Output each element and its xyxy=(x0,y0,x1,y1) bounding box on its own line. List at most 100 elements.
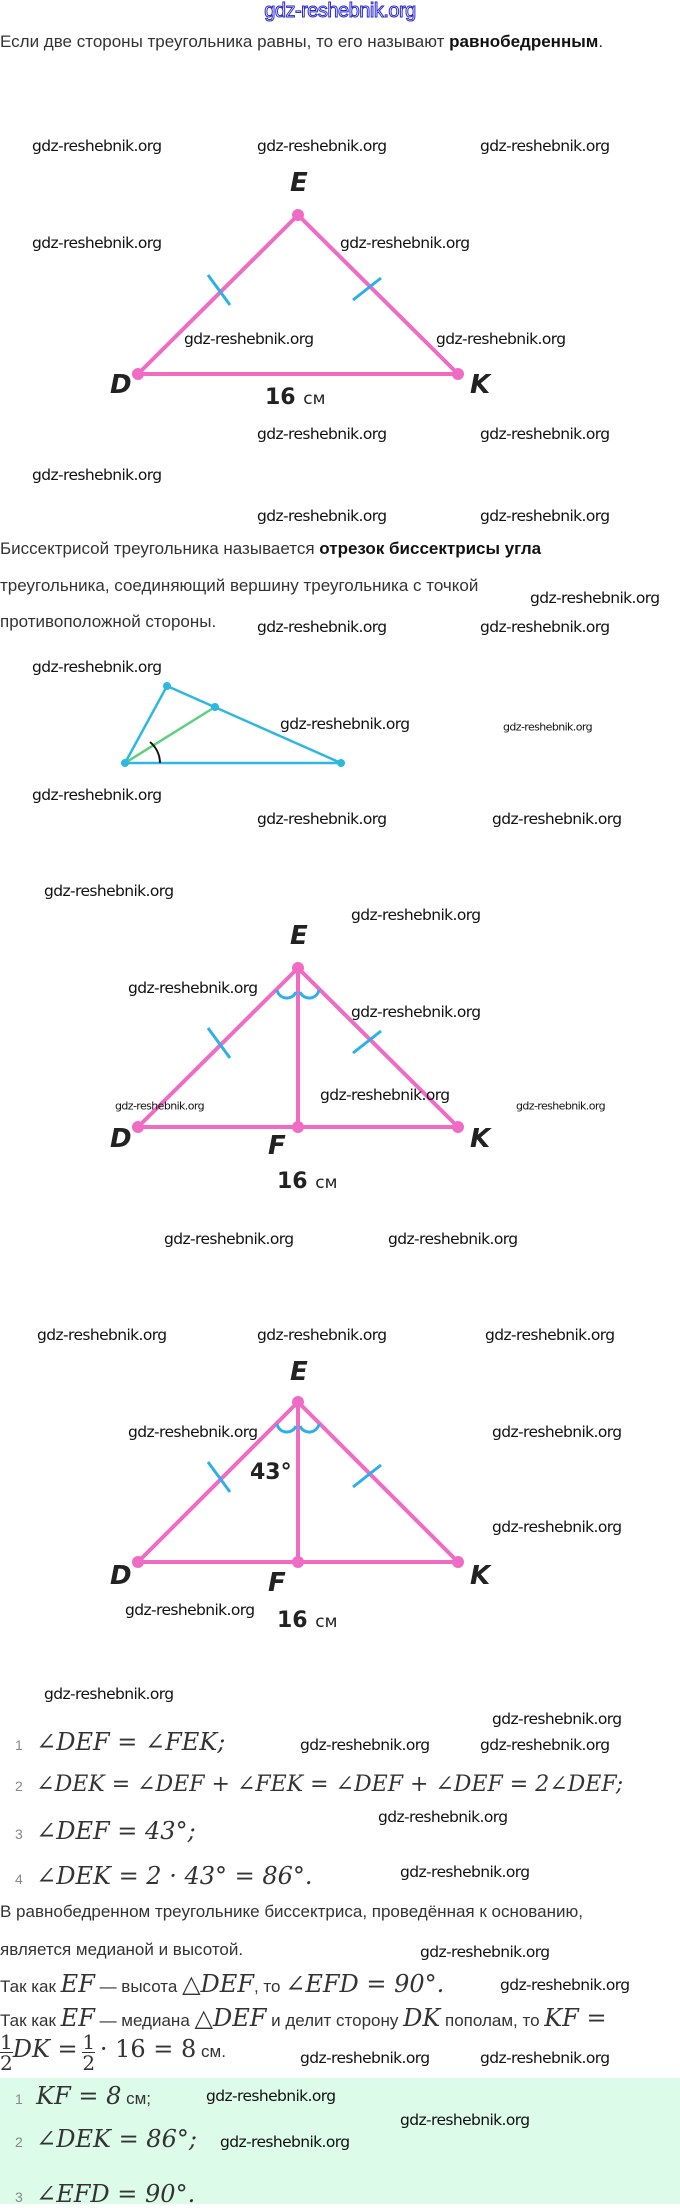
base-length-label: 16 см xyxy=(277,1608,337,1633)
site-watermark: gdz-reshebnik.org xyxy=(115,1099,205,1113)
vertex-label-e: E xyxy=(290,168,308,198)
base-value: 16 xyxy=(277,1608,308,1633)
site-watermark: gdz-reshebnik.org xyxy=(128,1423,258,1441)
base-length-label: 16 см xyxy=(265,385,325,410)
item-number: 1 xyxy=(15,2091,23,2107)
site-watermark: gdz-reshebnik.org xyxy=(503,720,593,734)
step-expression: ∠DEK = ∠DEF + ∠FEK = ∠DEF + ∠DEF = 2∠DEF… xyxy=(36,1772,624,1797)
bisector-def-bold: отрезок биссектрисы угла xyxy=(319,539,542,558)
site-watermark: gdz-reshebnik.org xyxy=(257,618,387,636)
site-watermark: gdz-reshebnik.org xyxy=(351,1003,481,1021)
math: △DEF xyxy=(182,1970,254,1998)
intro-paragraph: Если две стороны треугольника равны, то … xyxy=(0,32,603,52)
site-watermark: gdz-reshebnik.org xyxy=(480,1736,610,1754)
site-watermark: gdz-reshebnik.org xyxy=(164,1230,294,1248)
step-expression: ∠DEF = 43°; xyxy=(36,1817,196,1845)
math: EF xyxy=(60,2004,95,2032)
tick-mark xyxy=(352,276,382,302)
vertex-label-e: E xyxy=(290,1357,308,1387)
base-value: 16 xyxy=(277,1169,308,1194)
math: △DEF xyxy=(194,2004,267,2032)
site-watermark: gdz-reshebnik.org xyxy=(480,137,610,155)
site-watermark: gdz-reshebnik.org xyxy=(257,1326,387,1344)
site-watermark: gdz-reshebnik.org xyxy=(530,589,660,607)
intro-end: . xyxy=(598,32,604,51)
vertex-label-e: E xyxy=(290,921,308,951)
denominator: 2 xyxy=(82,2051,96,2075)
site-watermark: gdz-reshebnik.org xyxy=(480,618,610,636)
site-watermark: gdz-reshebnik.org xyxy=(320,1086,450,1104)
site-watermark: gdz-reshebnik.org xyxy=(516,1099,606,1113)
numerator: 1 xyxy=(82,2030,96,2054)
property-line2: является медианой и высотой. xyxy=(0,1940,244,1959)
base-unit: см xyxy=(315,1612,338,1632)
text: — высота xyxy=(94,1977,183,1996)
unit: см. xyxy=(196,2041,226,2061)
denominator: 2 xyxy=(0,2051,13,2075)
bisector-definition-line3: противоположной стороны. xyxy=(0,612,217,631)
vertex-label-d: D xyxy=(110,1561,132,1591)
numerator: 1 xyxy=(0,2030,13,2054)
math: EF xyxy=(60,1970,95,1998)
list-item: 4 ∠DEK = 2 · 43° = 86°. xyxy=(15,1862,313,1890)
vertex-label-f: F xyxy=(268,1131,286,1161)
answer-item: 3 ∠EFD = 90°. xyxy=(15,2180,195,2208)
answer-expression: ∠DEK = 86°; xyxy=(36,2125,197,2153)
site-watermark: gdz-reshebnik.org xyxy=(125,1601,255,1619)
site-watermark: gdz-reshebnik.org xyxy=(44,882,174,900)
site-watermark: gdz-reshebnik.org xyxy=(128,979,258,997)
bisector-line xyxy=(124,705,216,765)
site-watermark: gdz-reshebnik.org xyxy=(492,810,622,828)
median-statement: Так как EF — медиана △DEF и делит сторон… xyxy=(0,2004,607,2032)
base-unit: см xyxy=(303,389,326,409)
intro-text: Если две стороны треугольника равны, то … xyxy=(0,32,450,51)
site-watermark: gdz-reshebnik.org xyxy=(492,1423,622,1441)
math: KF = xyxy=(544,2004,607,2032)
math: DK xyxy=(403,2004,441,2032)
site-watermark: gdz-reshebnik.org xyxy=(400,2111,530,2129)
angle-arc xyxy=(149,741,161,764)
site-watermark: gdz-reshebnik.org xyxy=(480,507,610,525)
site-watermark: gdz-reshebnik.org xyxy=(44,1685,174,1703)
answer-box xyxy=(0,2078,680,2204)
step-expression: ∠DEF = ∠FEK; xyxy=(36,1728,226,1756)
math: · 16 = 8 xyxy=(99,2034,197,2063)
base-value: 16 xyxy=(265,385,296,410)
bisector-def-text: Биссектрисой треугольника называется xyxy=(0,539,320,558)
text: Так как xyxy=(0,2011,61,2030)
site-watermark: gdz-reshebnik.org xyxy=(351,906,481,924)
site-watermark: gdz-reshebnik.org xyxy=(32,234,162,252)
bisector-definition-line1: Биссектрисой треугольника называется отр… xyxy=(0,539,541,559)
site-watermark: gdz-reshebnik.org xyxy=(206,2087,336,2105)
site-watermark-header: gdz-reshebnik.org xyxy=(264,0,417,23)
figure3-triangle-with-bisector xyxy=(132,962,464,1133)
vertex-label-k: K xyxy=(470,1561,491,1591)
vertex-label-d: D xyxy=(110,370,132,400)
figure4-triangle-with-angle xyxy=(132,1396,464,1568)
vertex-label-k: K xyxy=(470,1124,491,1154)
base-unit: см xyxy=(315,1173,338,1193)
site-watermark: gdz-reshebnik.org xyxy=(257,425,387,443)
answer-item: 2 ∠DEK = 86°; xyxy=(15,2125,197,2153)
unit: см; xyxy=(121,2089,151,2108)
site-watermark: gdz-reshebnik.org xyxy=(485,1326,615,1344)
site-watermark: gdz-reshebnik.org xyxy=(480,2049,610,2067)
bisector-definition-line2: треугольника, соединяющий вершину треуго… xyxy=(0,576,479,595)
angle-value-label: 43° xyxy=(250,1460,292,1485)
vertex-label-k: K xyxy=(470,370,491,400)
list-item: 2 ∠DEK = ∠DEF + ∠FEK = ∠DEF + ∠DEF = 2∠D… xyxy=(15,1772,623,1797)
text: — медиана xyxy=(94,2011,195,2030)
math: ∠EFD = 90°. xyxy=(285,1970,445,1998)
site-watermark: gdz-reshebnik.org xyxy=(340,234,470,252)
text: Так как xyxy=(0,1977,61,1996)
site-watermark: gdz-reshebnik.org xyxy=(400,1863,530,1881)
site-watermark: gdz-reshebnik.org xyxy=(436,330,566,348)
site-watermark: gdz-reshebnik.org xyxy=(300,2049,430,2067)
item-number: 4 xyxy=(15,1871,23,1887)
item-number: 2 xyxy=(15,1778,23,1794)
site-watermark: gdz-reshebnik.org xyxy=(388,1230,518,1248)
list-item: 1 ∠DEF = ∠FEK; xyxy=(15,1728,225,1756)
